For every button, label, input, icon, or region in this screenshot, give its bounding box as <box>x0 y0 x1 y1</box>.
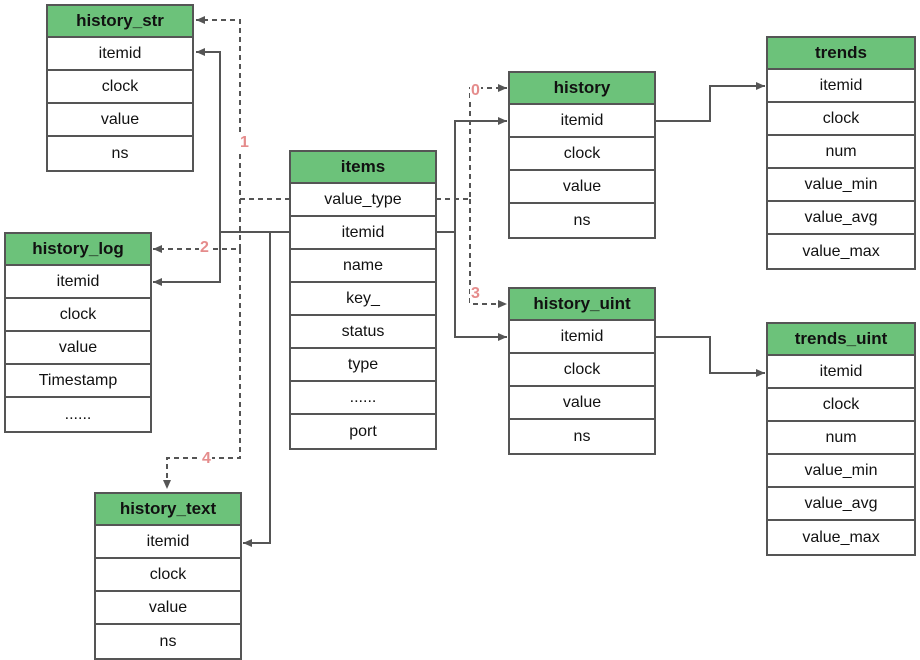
table-field: type <box>291 349 435 382</box>
label-1: 1 <box>239 134 250 152</box>
table-field: value <box>510 171 654 204</box>
table-field: num <box>768 422 914 455</box>
table-field: clock <box>96 559 240 592</box>
table-field: itemid <box>6 266 150 299</box>
table-field: value <box>510 387 654 420</box>
table-title: history_log <box>6 234 150 266</box>
table-field: ...... <box>291 382 435 415</box>
table-field: value_min <box>768 169 914 202</box>
table-field: itemid <box>291 217 435 250</box>
table-field: key_ <box>291 283 435 316</box>
table-field: value_min <box>768 455 914 488</box>
table-field: clock <box>510 138 654 171</box>
table-field: value_type <box>291 184 435 217</box>
table-field: clock <box>48 71 192 104</box>
table-field: itemid <box>768 70 914 103</box>
table-field: itemid <box>768 356 914 389</box>
table-field: clock <box>768 103 914 136</box>
table-field: num <box>768 136 914 169</box>
table-field: value <box>6 332 150 365</box>
table-field: itemid <box>96 526 240 559</box>
table-field: ns <box>159 632 177 650</box>
table-field: name <box>291 250 435 283</box>
label-4: 4 <box>201 450 212 468</box>
link-items-history <box>436 117 507 233</box>
table-title: history_str <box>48 6 192 38</box>
dash-value-type-str <box>196 16 290 200</box>
table-field: itemid <box>510 105 654 138</box>
table-title: history <box>510 73 654 105</box>
table-field: ...... <box>64 405 92 423</box>
label-3: 3 <box>470 285 481 303</box>
table-field: ns <box>573 427 591 445</box>
table-field: value <box>48 104 192 137</box>
table-title: trends <box>768 38 914 70</box>
table-field: Timestamp <box>6 365 150 398</box>
table-field: port <box>349 422 377 440</box>
table-field: ns <box>573 211 591 229</box>
table-field: value_max <box>802 528 880 546</box>
dash-value-type-history <box>436 84 507 200</box>
table-title: trends_uint <box>768 324 914 356</box>
table-field: value_avg <box>768 488 914 521</box>
link-history-trends <box>654 82 765 122</box>
link-items-history-log <box>153 231 290 286</box>
label-0: 0 <box>470 82 481 100</box>
table-field: value <box>96 592 240 625</box>
link-history-uint-trends-uint <box>654 336 765 377</box>
table-title: history_text <box>96 494 240 526</box>
link-items-history-uint <box>436 231 507 341</box>
table-field: value_avg <box>768 202 914 235</box>
table-field: value_max <box>802 242 880 260</box>
link-items-history-text <box>243 231 290 547</box>
table-field: clock <box>6 299 150 332</box>
label-2: 2 <box>199 239 210 257</box>
table-field: itemid <box>48 38 192 71</box>
table-field: clock <box>768 389 914 422</box>
table-title: history_uint <box>510 289 654 321</box>
table-field: status <box>291 316 435 349</box>
table-field: clock <box>510 354 654 387</box>
dash-value-type-uint <box>469 199 507 308</box>
table-title: items <box>291 152 435 184</box>
dash-value-type-log <box>153 199 241 253</box>
table-field: itemid <box>510 321 654 354</box>
table-field: ns <box>111 144 129 162</box>
